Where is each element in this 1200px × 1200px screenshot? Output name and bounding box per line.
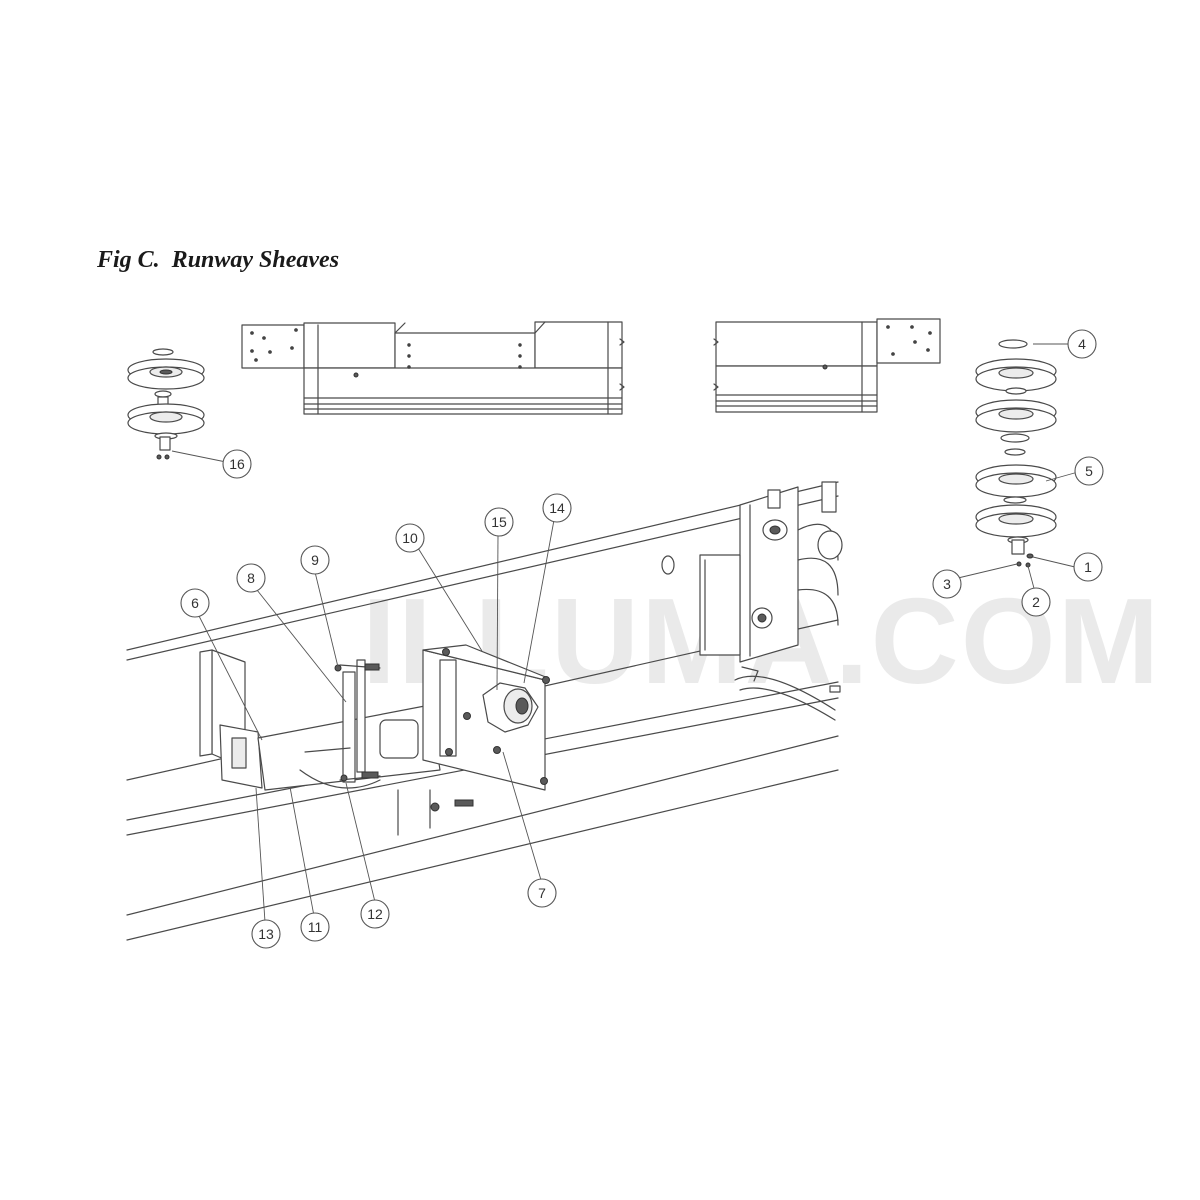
callout-label-1: 1 — [1084, 559, 1092, 575]
callout-16: 16 — [222, 449, 252, 479]
callout-label-7: 7 — [538, 885, 546, 901]
callout-label-8: 8 — [247, 570, 255, 586]
callout-1: 1 — [1073, 552, 1103, 582]
callout-label-11: 11 — [308, 919, 323, 935]
runway-assembly — [126, 481, 843, 941]
callout-14: 14 — [542, 493, 572, 523]
callout-label-16: 16 — [229, 456, 245, 472]
figure-title: Fig C. Runway Sheaves — [97, 247, 340, 273]
callout-label-13: 13 — [258, 926, 274, 942]
callout-3: 3 — [932, 569, 962, 599]
callout-15: 15 — [484, 507, 514, 537]
callout-label-4: 4 — [1078, 336, 1086, 352]
callout-13: 13 — [251, 919, 281, 949]
sheave-stack-right — [975, 339, 1057, 568]
callout-label-2: 2 — [1032, 594, 1040, 610]
callout-label-14: 14 — [549, 500, 565, 516]
callout-12: 12 — [360, 899, 390, 929]
callout-label-5: 5 — [1085, 463, 1093, 479]
callout-label-3: 3 — [943, 576, 951, 592]
callout-label-6: 6 — [191, 595, 199, 611]
callout-5: 5 — [1074, 456, 1104, 486]
callout-9: 9 — [300, 545, 330, 575]
callout-7: 7 — [527, 878, 557, 908]
sheave-stack-left — [127, 348, 205, 460]
callout-10: 10 — [395, 523, 425, 553]
callout-6: 6 — [180, 588, 210, 618]
callout-label-10: 10 — [402, 530, 418, 546]
runway-top-view-right — [713, 318, 941, 413]
runway-top-view-left — [241, 321, 625, 415]
callout-2: 2 — [1021, 587, 1051, 617]
callout-8: 8 — [236, 563, 266, 593]
callout-label-12: 12 — [367, 906, 383, 922]
callout-4: 4 — [1067, 329, 1097, 359]
callout-label-15: 15 — [491, 514, 507, 530]
callout-11: 11 — [300, 912, 330, 942]
callout-label-9: 9 — [311, 552, 319, 568]
leader-lines — [171, 343, 1079, 923]
